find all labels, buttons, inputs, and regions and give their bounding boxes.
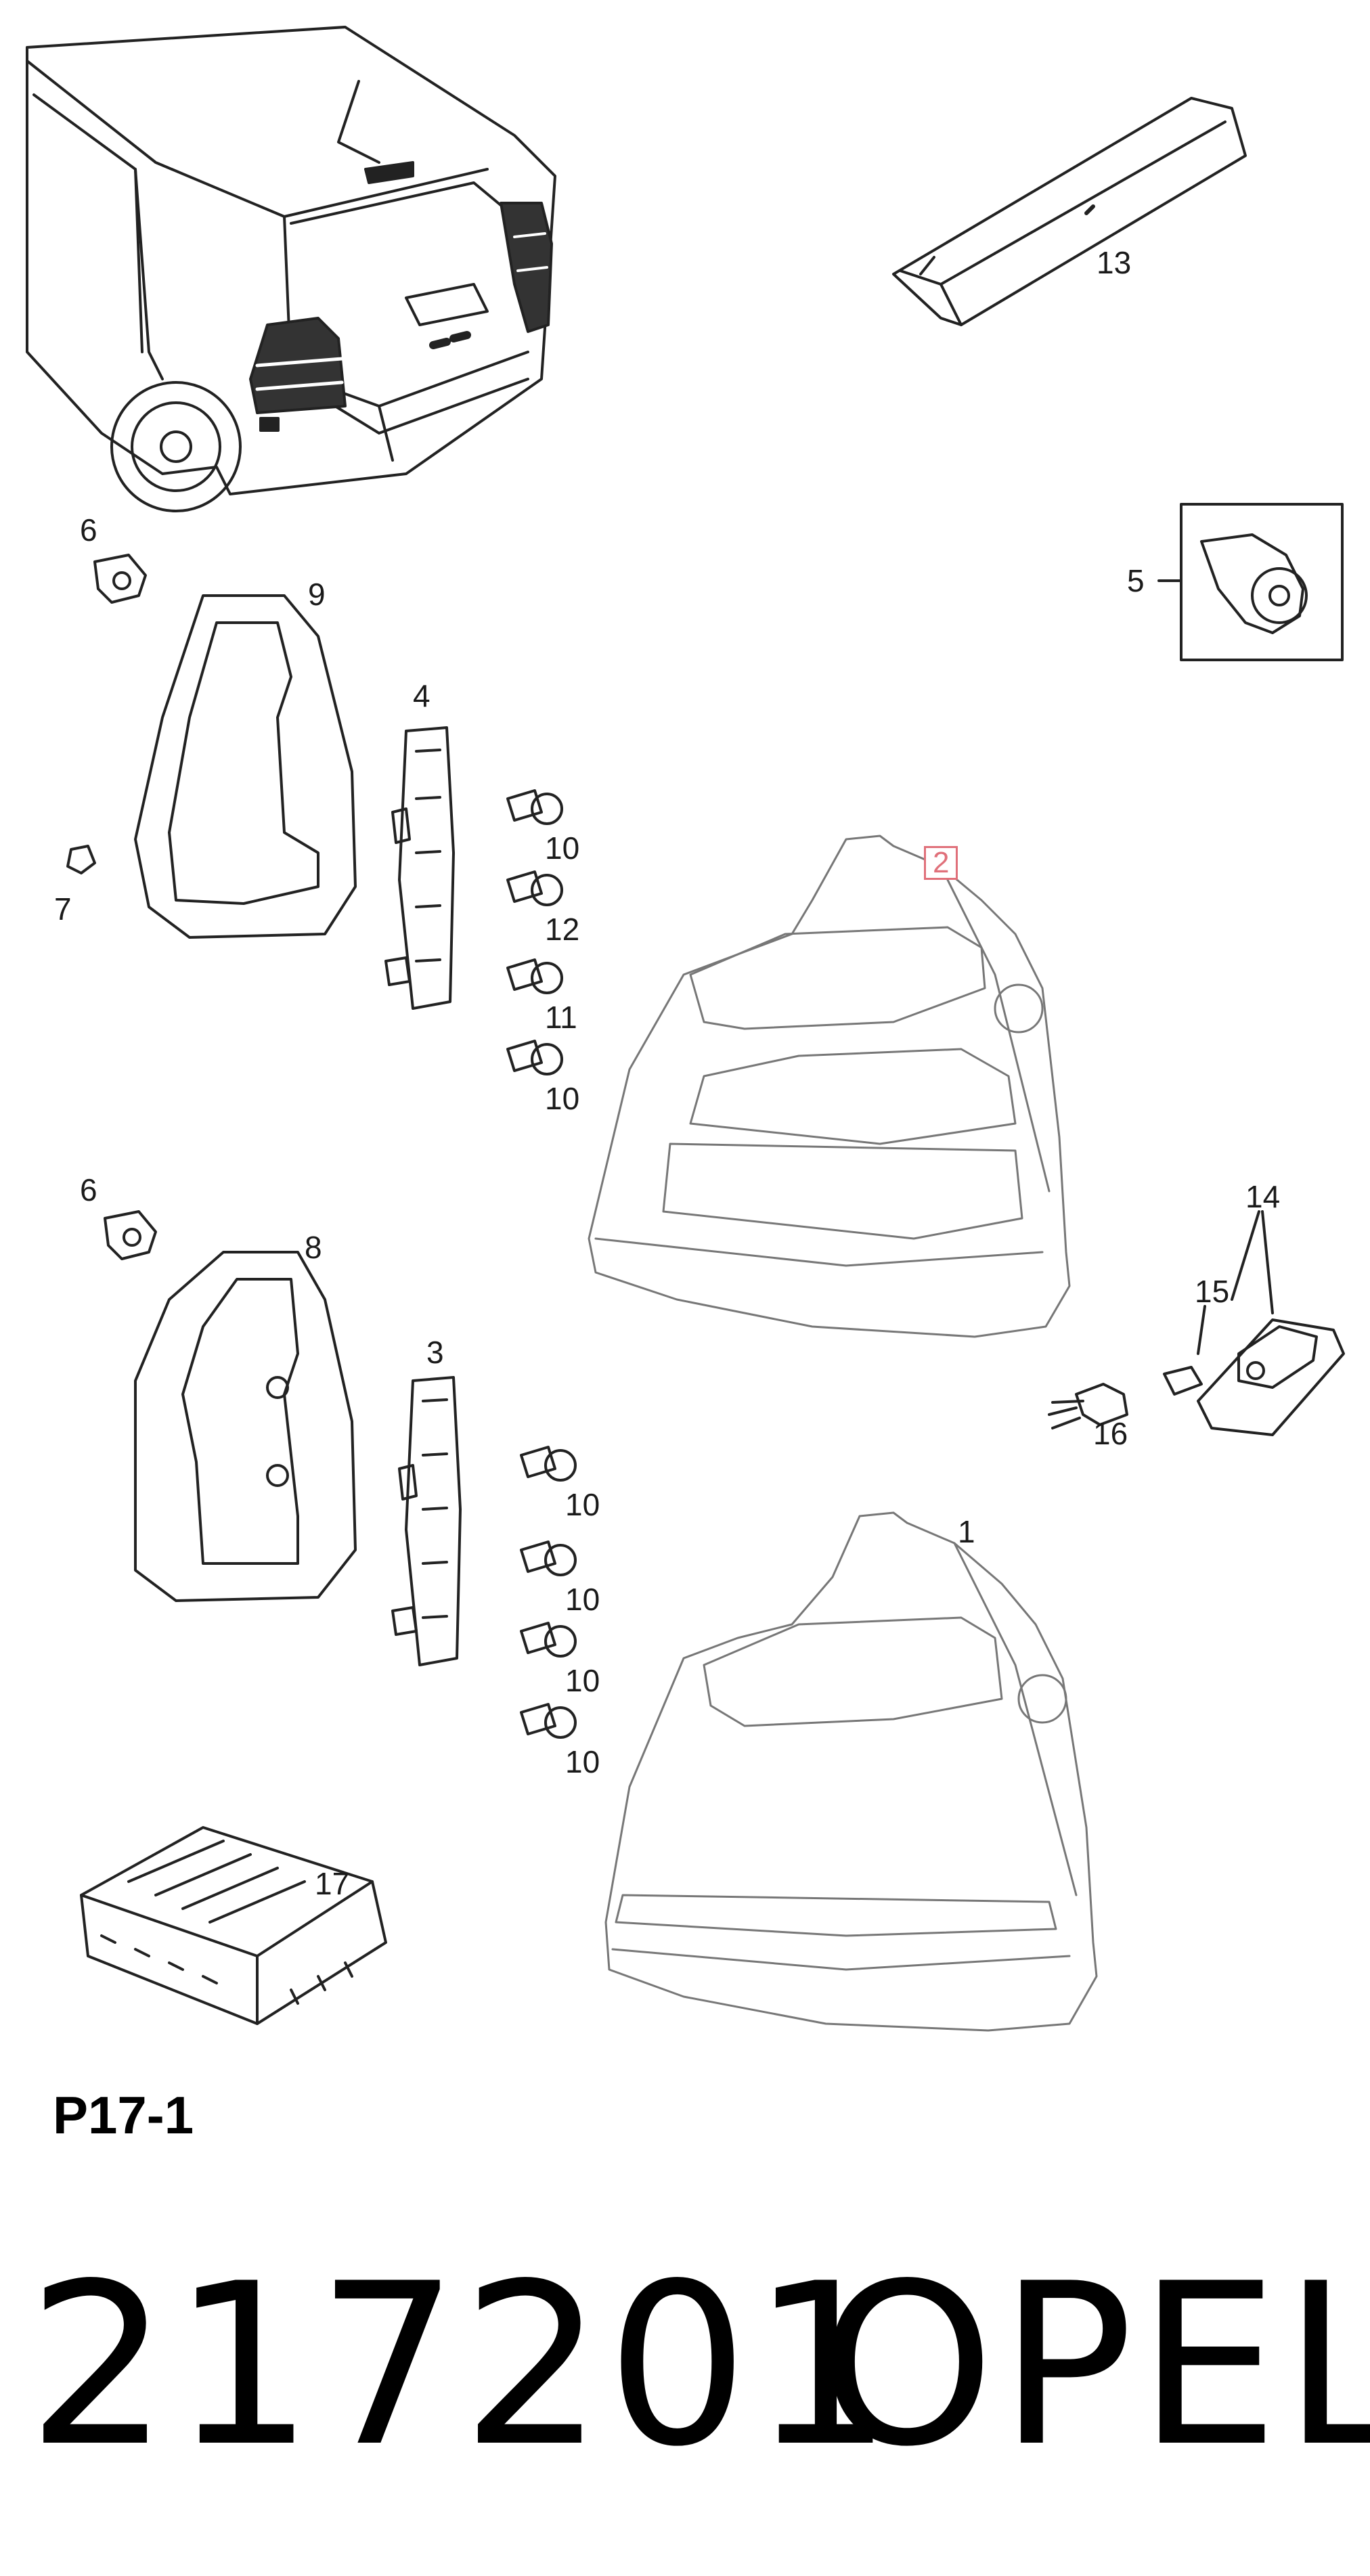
callout-10-a: 10 — [545, 830, 580, 866]
bulb-holder-carrier-lower — [391, 1376, 462, 1666]
fastener-grommet — [1157, 503, 1344, 661]
vehicle-rear-view — [26, 26, 556, 512]
control-module — [80, 1826, 387, 2025]
lamp-socket — [1048, 1383, 1128, 1429]
callout-9: 9 — [308, 577, 326, 612]
callout-17: 17 — [315, 1866, 350, 1901]
lamp-seal-gasket-lower — [134, 1251, 357, 1602]
callout-10-c: 10 — [565, 1487, 600, 1522]
page-reference: P17-1 — [53, 2085, 194, 2145]
callout-5: 5 — [1127, 563, 1145, 598]
callout-10-d: 10 — [565, 1582, 600, 1617]
tail-lamp-upper — [588, 835, 1071, 1338]
callout-2-highlighted[interactable]: 2 — [924, 846, 958, 880]
tail-lamp-lower — [604, 1511, 1098, 2032]
callout-15: 15 — [1195, 1274, 1230, 1309]
callout-3: 3 — [426, 1335, 444, 1370]
clip — [66, 845, 96, 874]
callout-7: 7 — [54, 891, 72, 927]
high-mount-brake-light — [892, 97, 1247, 326]
bulb-holder-carrier-upper — [384, 726, 455, 1010]
callout-6-upper: 6 — [80, 512, 97, 548]
bulb-small — [1163, 1305, 1206, 1396]
callout-1: 1 — [958, 1514, 975, 1549]
part-number: 217201 — [27, 2236, 896, 2495]
brand-name: OPEL — [819, 2236, 1370, 2495]
callout-6-lower: 6 — [80, 1172, 97, 1207]
lamp-seal-gasket-upper — [134, 594, 357, 939]
callout-8: 8 — [305, 1230, 322, 1265]
callout-4: 4 — [413, 678, 430, 713]
licence-plate-lamp — [1197, 1210, 1345, 1436]
callout-10-f: 10 — [565, 1744, 600, 1779]
callout-10-b: 10 — [545, 1081, 580, 1116]
callout-11: 11 — [545, 1000, 577, 1035]
clip-nut — [93, 554, 157, 1260]
callout-16: 16 — [1093, 1416, 1128, 1451]
callout-12: 12 — [545, 912, 580, 947]
callout-13: 13 — [1097, 245, 1132, 280]
bulb — [506, 789, 577, 1739]
callout-14: 14 — [1245, 1179, 1281, 1214]
callout-10-e: 10 — [565, 1663, 600, 1698]
